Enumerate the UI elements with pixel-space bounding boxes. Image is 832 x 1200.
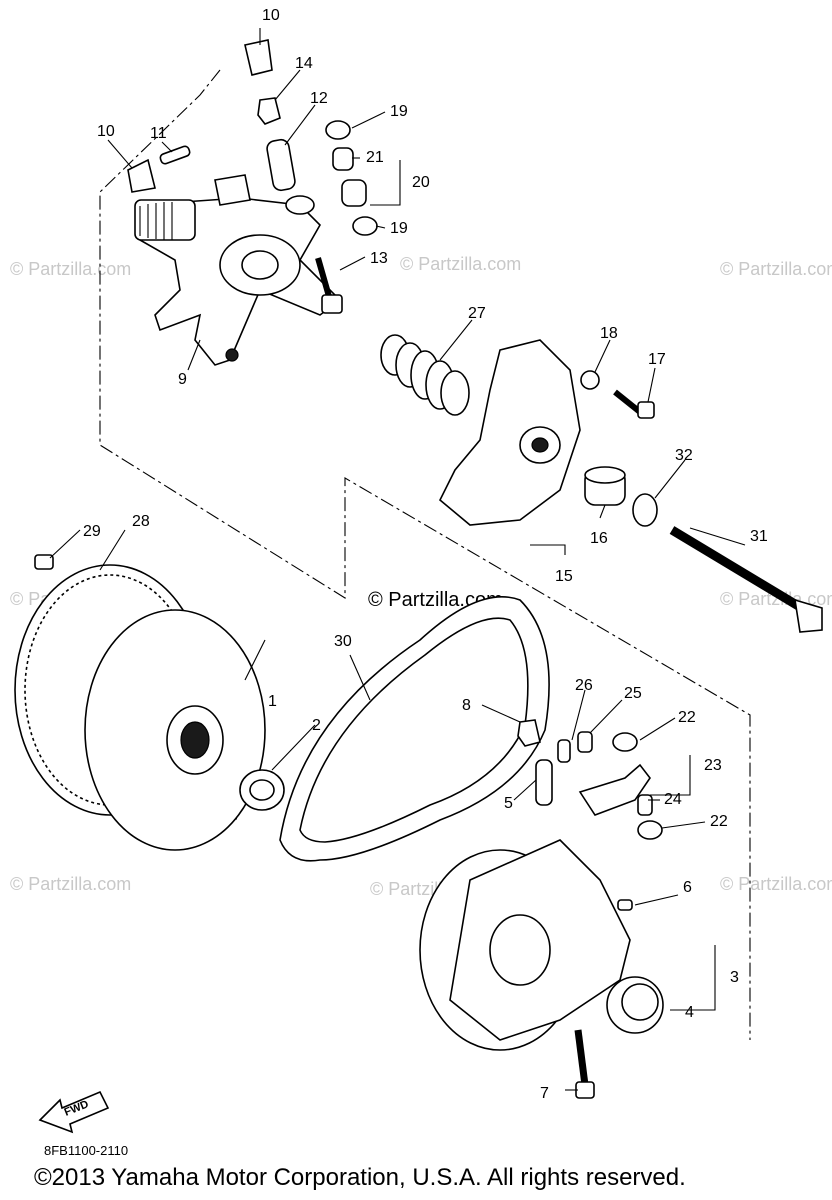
part-7-bolt — [574, 1029, 595, 1099]
callout-label: 12 — [310, 90, 328, 107]
callout-label: 22 — [710, 813, 728, 830]
part-32-washer — [632, 493, 658, 527]
part-15-cover — [439, 339, 581, 526]
callout-label: 19 — [390, 220, 408, 237]
callout-label: 23 — [704, 757, 722, 774]
part-29-bolt — [34, 554, 54, 570]
callout-label: 9 — [178, 371, 187, 388]
callout-label: 3 — [730, 969, 739, 986]
callout-label: 18 — [600, 325, 618, 342]
part-21-roller — [332, 147, 354, 171]
part-27-spring — [380, 334, 470, 416]
callout-label: 31 — [750, 528, 768, 545]
callout-label: 26 — [575, 677, 593, 694]
part-24-pin — [637, 794, 653, 816]
callout-label: 30 — [334, 633, 352, 650]
callout-label: 25 — [624, 685, 642, 702]
fwd-arrow-icon: FWD — [38, 1090, 110, 1134]
part-16-bushing — [584, 466, 626, 506]
callout-label: 32 — [675, 447, 693, 464]
part-4-bushing — [606, 976, 664, 1034]
callout-label: 1 — [268, 693, 277, 710]
watermark-text: © Partzilla.com — [10, 874, 131, 894]
assembly-outline — [99, 69, 751, 1040]
leader-lines — [49, 28, 746, 1091]
callout-label: 21 — [366, 149, 384, 166]
copyright-notice: ©2013 Yamaha Motor Corporation, U.S.A. A… — [34, 1164, 686, 1191]
callout-label: 6 — [683, 879, 692, 896]
part-10-clip-left — [127, 158, 156, 193]
callout-label: 2 — [312, 717, 321, 734]
part-9-spider-hub — [134, 174, 342, 366]
watermark-text: © Partzilla.com — [10, 259, 131, 279]
part-19-washer-top — [325, 120, 351, 140]
callout-label: 7 — [540, 1085, 549, 1102]
callout-label: 29 — [83, 523, 101, 540]
part-1-sheave — [84, 609, 266, 851]
callout-label: 19 — [390, 103, 408, 120]
part-3-sheave-assembly — [419, 839, 631, 1051]
callout-label: 8 — [462, 697, 471, 714]
part-5-sleeve — [535, 759, 553, 806]
callout-label: 4 — [685, 1004, 694, 1021]
callout-label: 15 — [555, 568, 573, 585]
callout-label: 22 — [678, 709, 696, 726]
callout-label: 10 — [97, 123, 115, 140]
callout-label: 24 — [664, 791, 682, 808]
part-2-collar — [239, 769, 285, 811]
part-8-nut — [517, 719, 541, 747]
part-13-bolt — [315, 257, 343, 314]
watermark-text: © Partzilla.com — [720, 874, 832, 894]
callout-labels: 1 2 3 4 5 6 7 8 9 10 10 11 12 13 14 15 1… — [83, 7, 768, 1102]
part-6-screw — [617, 899, 633, 911]
part-19-washer-bottom — [352, 216, 378, 236]
part-31-long-bolt — [669, 526, 823, 633]
part-10-clip-top — [244, 39, 273, 76]
callout-label: 17 — [648, 351, 666, 368]
part-22-washer-top — [612, 732, 638, 752]
callout-label: 14 — [295, 55, 313, 72]
callout-label: 5 — [504, 795, 513, 812]
part-30-belt — [279, 596, 550, 862]
diagram-code: 8FB1100-2110 — [44, 1143, 129, 1158]
callout-label: 28 — [132, 513, 150, 530]
callout-label: 11 — [150, 125, 167, 142]
callout-label: 27 — [468, 305, 486, 322]
callout-label: 16 — [590, 530, 608, 547]
part-25-pin — [577, 731, 593, 753]
watermark-text: © Partzilla.com — [720, 259, 832, 279]
part-20-roller — [341, 179, 367, 207]
part-22-washer-bottom — [637, 820, 663, 840]
part-26-pin — [557, 739, 571, 763]
callout-label: 20 — [412, 174, 430, 191]
watermark-text: © Partzilla.com — [400, 254, 521, 274]
part-18-washer — [580, 370, 600, 390]
part-17-bolt — [613, 389, 655, 419]
part-11-pin — [159, 145, 191, 165]
callout-label: 13 — [370, 250, 388, 267]
callout-label: 10 — [262, 7, 280, 24]
part-23-weight-arm — [578, 763, 651, 816]
part-14-nut — [257, 97, 281, 125]
part-12-sleeve — [266, 138, 296, 192]
